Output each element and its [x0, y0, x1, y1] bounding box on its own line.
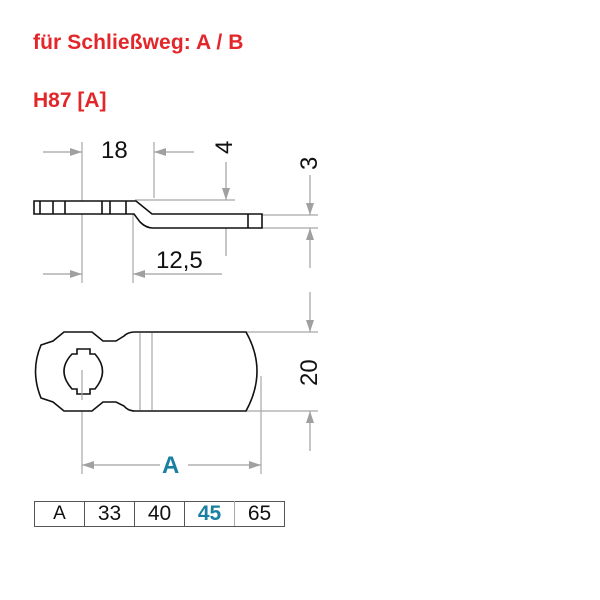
- top-view-bend-lines: [139, 333, 153, 410]
- size-table-header: A: [34, 501, 85, 527]
- size-value-40: 40: [134, 501, 185, 527]
- part-code: H87 [A]: [33, 89, 107, 112]
- dim-18-label: 18: [101, 137, 128, 164]
- side-view: 18 4 3 12,5: [33, 137, 323, 283]
- side-view-dimension-arrows: [43, 148, 314, 278]
- page-title: für Schließweg: A / B: [33, 31, 244, 54]
- dim-3-label: 3: [296, 157, 323, 170]
- size-value-45-highlighted: 45: [184, 501, 235, 527]
- side-view-outline: [33, 200, 263, 229]
- top-view: 20 A: [34, 292, 323, 479]
- dim-a-label: A: [162, 452, 179, 479]
- size-table: A 33 40 45 65: [34, 501, 285, 527]
- top-view-dimension-arrows: [82, 292, 314, 469]
- dim-4-label: 4: [211, 141, 238, 154]
- size-value-33: 33: [84, 501, 135, 527]
- top-view-outline: [34, 331, 258, 412]
- size-value-65: 65: [234, 501, 285, 527]
- dim-12-5-label: 12,5: [156, 247, 203, 274]
- dim-20-label: 20: [296, 359, 323, 386]
- size-table-row: A 33 40 45 65: [34, 501, 285, 527]
